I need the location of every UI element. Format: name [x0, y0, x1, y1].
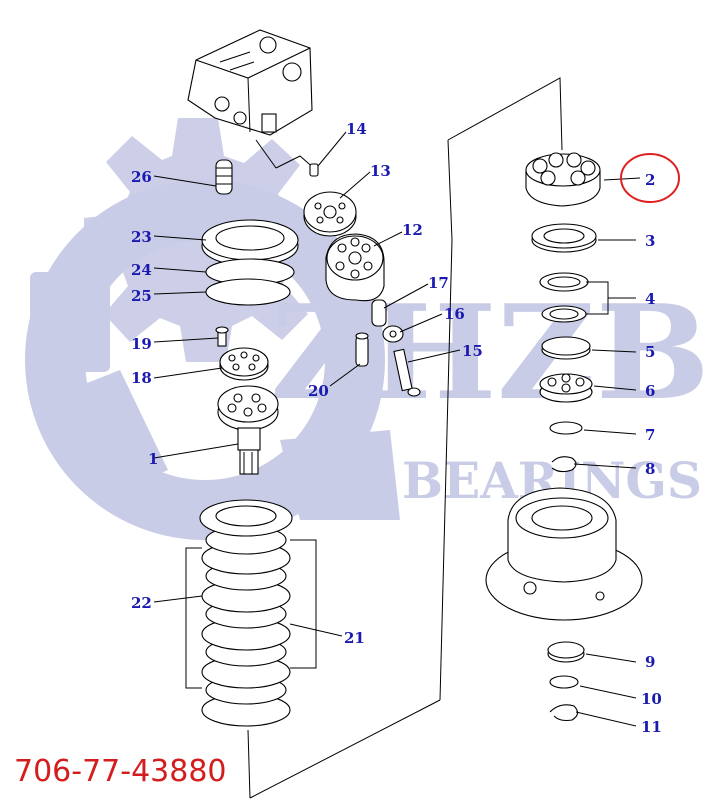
part-snap-ring-8 [551, 456, 577, 473]
part-ring-23 [201, 219, 299, 267]
part-ring-3 [531, 223, 597, 253]
label-5: 5 [645, 343, 655, 361]
part-number-labels: 26 23 24 25 19 18 1 22 21 14 13 12 17 16… [131, 120, 662, 736]
part-snap-ring-11 [549, 704, 579, 722]
perspective-frame-lines [247, 77, 563, 799]
part-snap-ring-7 [549, 421, 583, 435]
part-shim-4a [539, 272, 589, 292]
label-13: 13 [370, 162, 391, 180]
highlight-circle-part-2 [620, 153, 680, 203]
label-2: 2 [645, 171, 655, 189]
label-11: 11 [641, 718, 662, 736]
label-26: 26 [131, 168, 152, 186]
label-12: 12 [402, 221, 423, 239]
part-seal-9 [547, 641, 585, 663]
label-1: 1 [148, 450, 158, 468]
part-cylinder-block-12 [325, 233, 385, 302]
label-10: 10 [641, 690, 662, 708]
watermark-logo-text: ZHZB [270, 276, 710, 429]
part-valve-plate-18 [219, 347, 269, 381]
label-18: 18 [131, 369, 152, 387]
part-motor-valve-block [187, 29, 313, 136]
label-21: 21 [344, 629, 365, 647]
label-22: 22 [131, 594, 152, 612]
part-oring-25 [205, 278, 291, 306]
label-23: 23 [131, 228, 152, 246]
part-bearing-6 [539, 373, 593, 403]
part-bearing-2 [525, 152, 601, 207]
part-ring-5 [541, 336, 591, 360]
label-24: 24 [131, 261, 152, 279]
label-6: 6 [645, 382, 655, 400]
label-20: 20 [308, 382, 329, 400]
label-4: 4 [645, 290, 655, 308]
part-shim-4b [541, 305, 587, 323]
catalog-code: 706-77-43880 [14, 754, 227, 789]
label-15: 15 [462, 342, 483, 360]
part-pin-14 [309, 163, 319, 177]
label-25: 25 [131, 287, 152, 305]
part-bolt-19 [215, 326, 229, 347]
part-housing-flange [485, 487, 643, 621]
part-spring-26 [215, 139, 317, 195]
label-14: 14 [346, 120, 367, 138]
label-16: 16 [444, 305, 465, 323]
label-17: 17 [428, 274, 449, 292]
label-19: 19 [131, 335, 152, 353]
part-ring-10 [549, 675, 579, 689]
part-seat-16 [382, 325, 404, 343]
part-plate-13 [303, 191, 357, 237]
part-spring-17 [371, 299, 387, 327]
label-8: 8 [645, 460, 655, 478]
label-3: 3 [645, 232, 655, 250]
part-piston-20 [355, 332, 369, 367]
leader-lines [153, 131, 641, 727]
label-7: 7 [645, 426, 655, 444]
label-9: 9 [645, 653, 655, 671]
part-piston-15 [393, 348, 421, 397]
part-disc-stack-21-22 [185, 499, 317, 727]
part-drive-shaft-1 [217, 385, 279, 475]
